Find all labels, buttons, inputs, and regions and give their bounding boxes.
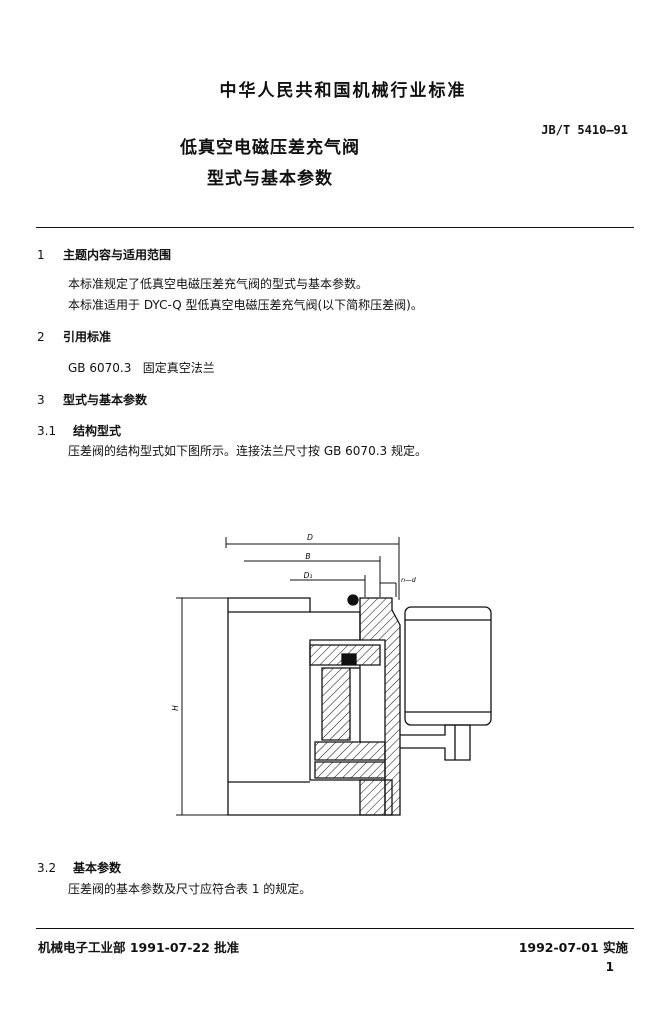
footer-rule [36,928,634,929]
section-3-1-paragraph: 压差阀的结构型式如下图所示。连接法兰尺寸按 GB 6070.3 规定。 [68,444,427,458]
dim-label-B: B [305,552,310,561]
dim-label-H: H [171,705,180,711]
dim-label-D: D [307,533,313,542]
header-rule [36,227,634,228]
section-2-reference: GB 6070.3 固定真空法兰 [68,361,215,375]
dim-label-n-d: n—d [401,576,417,584]
page-number: 1 [605,960,614,974]
document-title-line1: 低真空电磁压差充气阀 [180,138,360,158]
dim-label-D1: D₁ [304,571,313,580]
document-title-line2: 型式与基本参数 [207,169,333,189]
section-1-paragraph-2: 本标准适用于 DYC-Q 型低真空电磁压差充气阀(以下简称压差阀)。 [68,298,423,312]
implementation-date: 1992-07-01 实施 [518,940,628,955]
section-3-2-paragraph: 压差阀的基本参数及尺寸应符合表 1 的规定。 [68,882,312,896]
section-1-paragraph-1: 本标准规定了低真空电磁压差充气阀的型式与基本参数。 [68,277,369,291]
approval-statement: 机械电子工业部 1991-07-22 批准 [38,940,240,955]
org-header: 中华人民共和国机械行业标准 [219,81,467,101]
standard-number: JB/T 5410—91 [541,123,628,137]
